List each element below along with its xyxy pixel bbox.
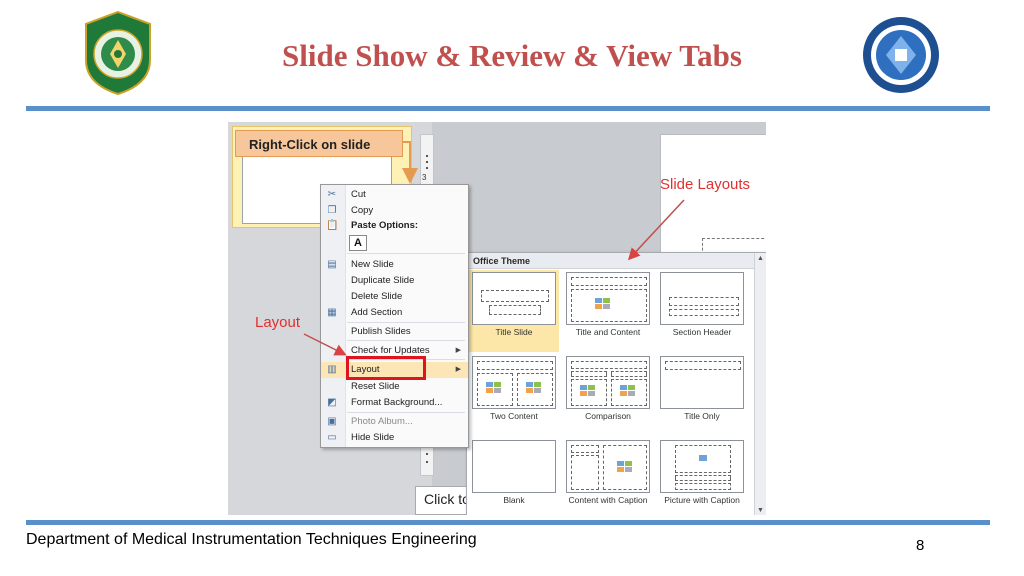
context-menu: ✂ Cut ❐ Copy 📋 Paste Options: A ▤ New Sl… [320, 184, 469, 448]
layout-content-with-caption[interactable]: Content with Caption [563, 438, 653, 515]
layout-gallery: Office Theme ▲ ▼ Title Slide Title and C… [466, 252, 766, 515]
layout-section-header[interactable]: Section Header [657, 270, 747, 352]
top-divider [26, 106, 990, 111]
layout-highlight-box [346, 356, 426, 380]
scissors-icon: ✂ [327, 189, 337, 200]
layout-icon: ▥ [327, 364, 337, 375]
menu-item-paste-options: 📋 Paste Options: [326, 220, 419, 231]
layout-arrow [303, 333, 347, 356]
menu-item-publish-slides[interactable]: Publish Slides [351, 326, 411, 337]
paste-keep-formatting-button[interactable]: A [349, 235, 367, 251]
university-seal-icon [82, 10, 154, 96]
section-icon: ▦ [327, 307, 337, 318]
slide-layouts-arrow [627, 199, 685, 261]
right-click-callout: Right-Click on slide [235, 130, 403, 157]
layout-two-content[interactable]: Two Content [469, 354, 559, 436]
layout-picture-with-caption[interactable]: Picture with Caption [657, 438, 747, 515]
menu-item-check-for-updates[interactable]: Check for Updates ▶ [321, 343, 468, 359]
scroll-up-icon[interactable]: ▲ [757, 255, 764, 262]
slide-layouts-callout: Slide Layouts [660, 176, 751, 193]
page-number: 8 [916, 537, 925, 554]
submenu-arrow-icon: ▶ [455, 347, 461, 354]
footer-department: Department of Medical Instrumentation Te… [26, 531, 477, 548]
paste-icon: 📋 [326, 220, 339, 231]
picture-icon [699, 455, 707, 461]
menu-item-delete-slide[interactable]: Delete Slide [351, 291, 403, 302]
format-bg-icon: ◩ [327, 397, 337, 408]
college-emblem-icon [862, 14, 940, 96]
menu-item-hide-slide[interactable]: ▭ Hide Slide [327, 432, 395, 443]
right-click-arrow [402, 141, 418, 184]
page-title: Slide Show & Review & View Tabs [282, 38, 742, 73]
gallery-scrollbar[interactable]: ▲ ▼ [754, 253, 766, 515]
menu-item-duplicate-slide[interactable]: Duplicate Slide [351, 275, 415, 286]
menu-item-copy[interactable]: ❐ Copy [327, 205, 374, 216]
hide-slide-icon: ▭ [327, 432, 337, 443]
layout-blank[interactable]: Blank [469, 438, 559, 515]
menu-item-photo-album[interactable]: ▣ Photo Album... [327, 416, 413, 427]
ruler-number: 3 [422, 173, 427, 182]
copy-icon: ❐ [327, 205, 337, 216]
annotation-arrows [303, 141, 685, 356]
menu-item-new-slide[interactable]: ▤ New Slide [327, 259, 394, 270]
photo-album-icon: ▣ [327, 416, 337, 427]
gallery-header: Office Theme [467, 253, 766, 269]
layout-title-slide[interactable]: Title Slide [469, 270, 559, 352]
menu-item-reset-slide[interactable]: Reset Slide [351, 381, 400, 392]
new-slide-icon: ▤ [327, 259, 337, 270]
layout-comparison[interactable]: Comparison [563, 354, 653, 436]
powerpoint-screenshot: 3 Click to Right-Click on slide Slide La… [228, 122, 766, 515]
bottom-divider [26, 520, 990, 525]
layout-callout: Layout [255, 314, 301, 331]
scroll-down-icon[interactable]: ▼ [757, 507, 764, 514]
submenu-arrow-icon: ▶ [455, 366, 461, 373]
menu-item-format-background[interactable]: ◩ Format Background... [327, 397, 443, 408]
menu-item-layout[interactable]: ▥ Layout ▶ [321, 362, 468, 378]
menu-item-add-section[interactable]: ▦ Add Section [327, 307, 403, 318]
layout-title-only[interactable]: Title Only [657, 354, 747, 436]
layout-title-and-content[interactable]: Title and Content [563, 270, 653, 352]
menu-item-cut[interactable]: ✂ Cut [327, 189, 366, 200]
